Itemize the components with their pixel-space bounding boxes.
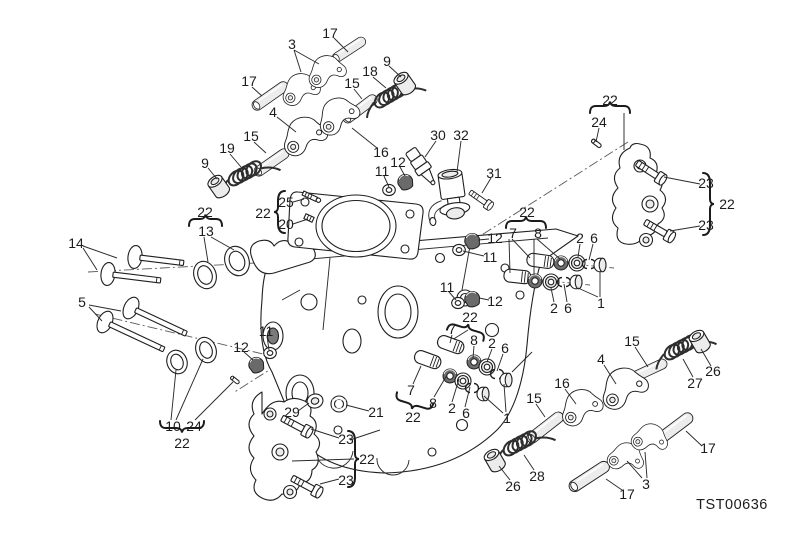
leader-lines	[82, 37, 712, 491]
left-support-bracket-cluster	[229, 375, 348, 501]
callout-15: 15	[526, 390, 542, 406]
callout-6: 6	[462, 405, 470, 421]
callout-9: 9	[201, 155, 209, 171]
callout-12: 12	[487, 293, 503, 309]
callout-10: 10	[165, 418, 181, 434]
callout-2: 2	[550, 300, 558, 316]
callout-18: 18	[362, 63, 378, 79]
callout-22: 22	[519, 204, 535, 220]
callout-22: 22	[174, 435, 190, 451]
callout-8: 8	[534, 225, 542, 241]
callout-25: 25	[278, 194, 294, 210]
callout-9: 9	[383, 53, 391, 69]
callout-6: 6	[564, 300, 572, 316]
callout-8: 8	[429, 395, 437, 411]
right-support-bracket-cluster	[590, 137, 678, 248]
part-20-nut	[303, 213, 315, 223]
part-32-air-valve	[428, 168, 471, 227]
callout-17: 17	[700, 440, 716, 456]
callout-24: 24	[186, 418, 202, 434]
callout-24: 24	[591, 114, 607, 130]
callout-15: 15	[624, 333, 640, 349]
callout-22: 22	[405, 409, 421, 425]
callout-13: 13	[198, 223, 214, 239]
callout-6: 6	[590, 230, 598, 246]
callout-29: 29	[284, 404, 300, 420]
stud-cluster	[301, 190, 322, 223]
part-29-washer	[306, 393, 324, 409]
callout-23: 23	[338, 431, 354, 447]
callout-22: 22	[719, 196, 735, 212]
callout-23: 23	[698, 175, 714, 191]
callout-22: 22	[602, 92, 618, 108]
intake-valves	[100, 245, 185, 286]
callout-2: 2	[576, 230, 584, 246]
callouts: 17 3 17 9 18 15 4 15 19 9 16 30 32 31 12…	[68, 25, 735, 502]
callout-22: 22	[255, 205, 271, 221]
callout-15: 15	[243, 128, 259, 144]
callout-11: 11	[440, 279, 455, 295]
callout-27: 27	[687, 375, 703, 391]
callout-23: 23	[338, 472, 354, 488]
callout-5: 5	[78, 294, 86, 310]
callout-4: 4	[597, 351, 605, 367]
callout-17: 17	[322, 25, 338, 41]
part-30-sensor	[405, 147, 436, 186]
callout-11: 11	[375, 163, 390, 179]
callout-2: 2	[488, 335, 496, 351]
valve-seals	[166, 245, 250, 375]
callout-12: 12	[487, 230, 503, 246]
callout-1: 1	[503, 410, 511, 426]
opening-rocker-cluster	[205, 34, 428, 202]
callout-22: 22	[197, 204, 213, 220]
callout-11: 11	[259, 323, 274, 339]
callout-1: 1	[597, 295, 605, 311]
part-16-rocker-arm	[319, 96, 362, 138]
drawing-code: TST00636	[696, 497, 768, 513]
group-brackets	[159, 101, 715, 488]
callout-14: 14	[68, 235, 84, 251]
callout-2: 2	[448, 400, 456, 416]
part-9-cap	[391, 69, 419, 98]
callout-6: 6	[501, 340, 509, 356]
callout-4: 4	[269, 104, 277, 120]
part-26-cap	[686, 327, 713, 356]
part-17-shaft	[566, 458, 613, 495]
part-25-stud	[301, 190, 322, 203]
callout-16: 16	[554, 375, 570, 391]
callout-23: 23	[698, 217, 714, 233]
exhaust-valves	[96, 296, 188, 353]
callout-11: 11	[483, 249, 498, 265]
part-21-nut	[330, 395, 348, 413]
callout-12: 12	[233, 339, 249, 355]
callout-7: 7	[407, 382, 415, 398]
callout-20: 20	[278, 216, 294, 232]
exhaust-flange	[287, 191, 424, 260]
callout-17: 17	[241, 73, 257, 89]
callout-22: 22	[462, 309, 478, 325]
part-31-bolt	[466, 187, 496, 212]
callout-7: 7	[509, 225, 517, 241]
callout-30: 30	[430, 127, 446, 143]
callout-19: 19	[219, 140, 235, 156]
part-9-cap	[205, 172, 233, 201]
sensor-cluster	[405, 147, 496, 227]
callout-32: 32	[453, 127, 469, 143]
callout-16: 16	[373, 144, 389, 160]
callout-28: 28	[529, 468, 545, 484]
callout-3: 3	[642, 476, 650, 492]
callout-21: 21	[368, 404, 384, 420]
callout-17: 17	[619, 486, 635, 502]
callout-26: 26	[705, 363, 721, 379]
callout-26: 26	[505, 478, 521, 494]
callout-31: 31	[486, 165, 502, 181]
callout-15: 15	[344, 75, 360, 91]
callout-22: 22	[359, 451, 375, 467]
callout-8: 8	[470, 332, 478, 348]
callout-3: 3	[288, 36, 296, 52]
callout-12: 12	[390, 154, 406, 170]
callout-7: 7	[448, 321, 456, 337]
